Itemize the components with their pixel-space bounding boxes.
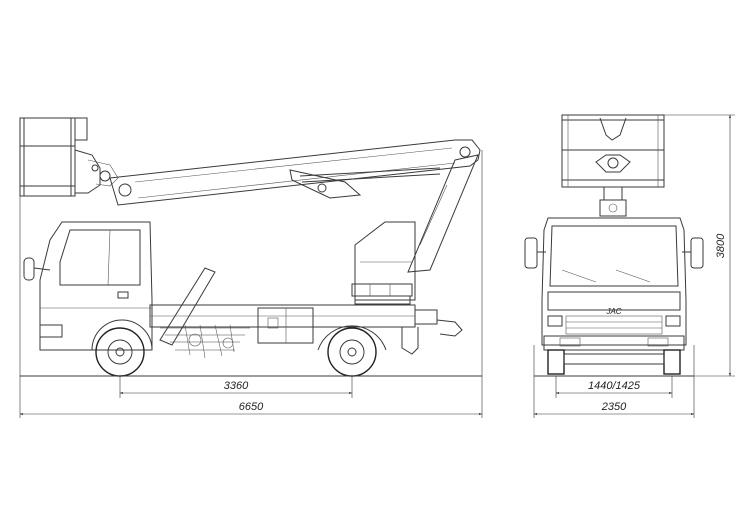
overall-length-dimension: 6650: [19, 401, 483, 416]
chassis-frame: [149, 304, 463, 359]
turntable: [351, 221, 416, 305]
telescopic-boom: [109, 139, 481, 273]
wheelbase-label: 3360: [224, 380, 249, 392]
overall-height-label: 3800: [715, 233, 727, 258]
front-view: JAC: [524, 114, 735, 418]
track-label: 1440/1425: [588, 380, 641, 392]
overall-length-label: 6650: [239, 401, 264, 413]
work-basket: [19, 117, 119, 197]
wheelbase-dimension: 3360: [119, 380, 353, 395]
front-basket: [561, 114, 665, 217]
front-outrigger-arm: [159, 267, 216, 346]
side-view: [19, 117, 483, 418]
front-left-tire: [547, 349, 565, 375]
overall-width-label: 2350: [601, 401, 627, 413]
front-wheel: [91, 319, 153, 377]
track-dimension: 1440/1425: [555, 380, 673, 395]
overall-height-dimension: 3800: [715, 114, 732, 377]
overall-width-dimension: 2350: [533, 401, 695, 416]
rear-wheel: [317, 325, 387, 377]
grille-logo: JAC: [605, 307, 621, 316]
front-right-tire: [663, 349, 681, 375]
cab: [23, 221, 153, 351]
front-cab: JAC: [524, 217, 704, 351]
front-axle: [563, 353, 665, 365]
